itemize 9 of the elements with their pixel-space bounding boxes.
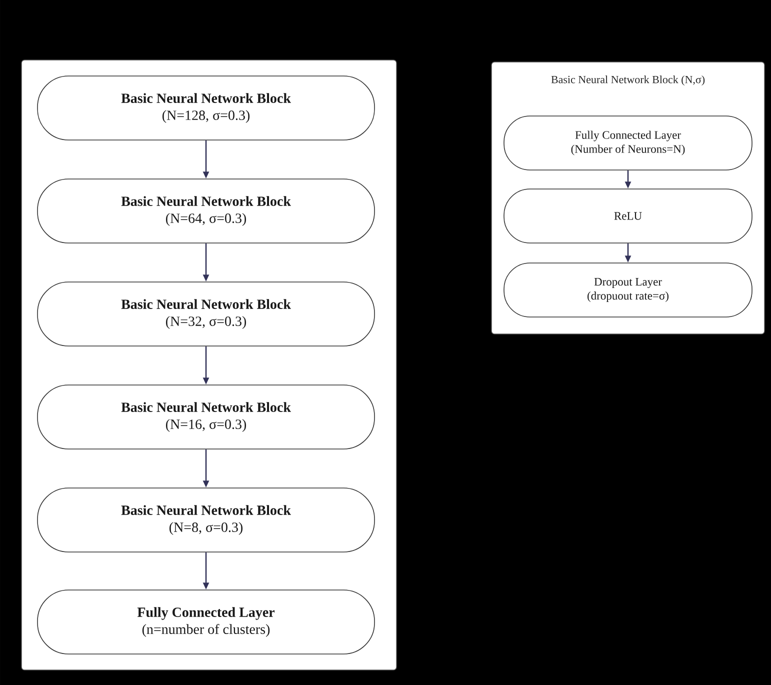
process-box: Basic Neural Network Block (N=64, σ=0.3): [37, 178, 375, 244]
process-box: ReLU: [504, 188, 752, 244]
process-box: Fully Connected Layer (n=number of clusters): [37, 590, 375, 654]
process-box: Basic Neural Network Block (N=32, σ=0.3): [37, 282, 375, 346]
process-box: Basic Neural Network Block (N=16, σ=0.3): [37, 384, 375, 450]
process-box: Basic Neural Network Block (N=128, σ=0.3): [37, 76, 375, 140]
process-box: Basic Neural Network Block (N=8, σ=0.3): [37, 488, 375, 552]
process-box: Dropout Layer (dropuout rate=σ): [504, 262, 752, 318]
process-box: Fully Connected Layer (Number of Neurons=N): [504, 116, 752, 170]
